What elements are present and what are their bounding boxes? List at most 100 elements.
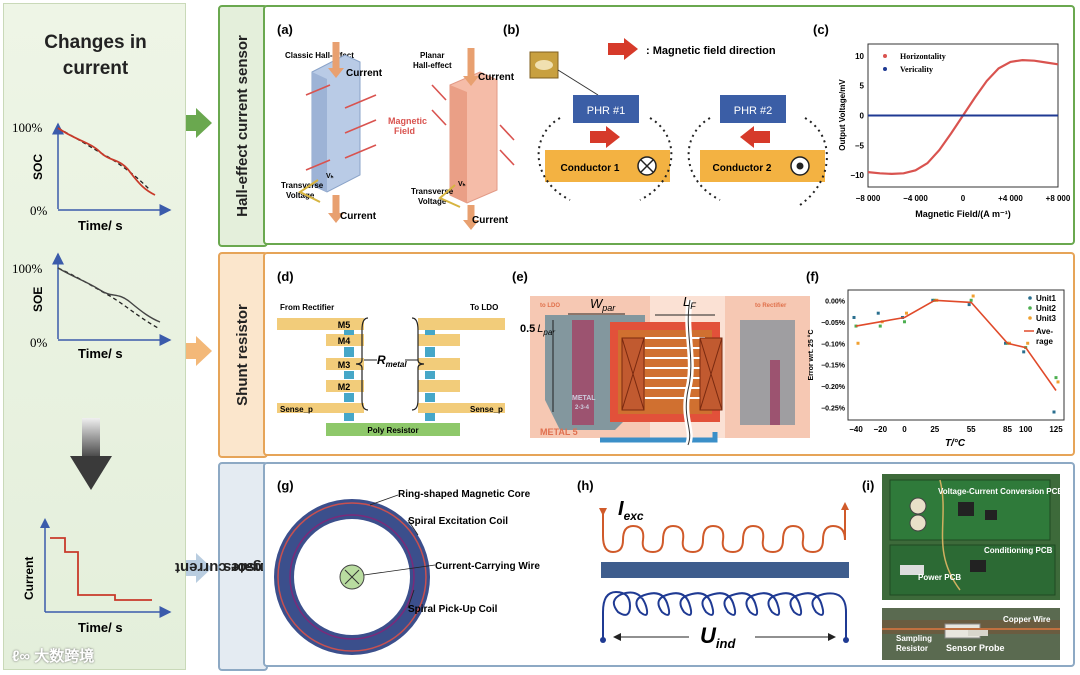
legend-unit1: Unit1: [1036, 294, 1057, 303]
soc-plot: 100% 0% SOC Time/ s: [12, 120, 172, 233]
chart-f-xtick: −20: [873, 425, 887, 434]
row3-connector-arrow-icon: [186, 553, 212, 583]
panel-e-tag: (e): [512, 269, 528, 284]
legend-vericality: Vericality: [900, 65, 933, 74]
layer-m2: M2: [338, 382, 351, 392]
vh-1: Vₕ: [326, 173, 334, 180]
rmetal-label: Rmetal: [377, 353, 407, 369]
label-sampling: Sampling: [896, 634, 932, 643]
chart-f-frame: [847, 289, 1065, 421]
current-ylabel: Current: [22, 557, 36, 600]
current-bottom-2: Current: [472, 215, 509, 226]
label-sampling-2: Resistor: [896, 644, 928, 653]
chart-c-xtick: 0: [961, 194, 966, 203]
chart-f-point-unit3: [856, 341, 860, 345]
legend-unit1-marker: [1028, 296, 1032, 300]
soe-plot: 100% 0% SOE Time/ s: [12, 252, 172, 361]
transverse-2: Transverse: [411, 187, 454, 196]
panel-a: (a) Classic Hall-effect Current Current …: [277, 22, 515, 230]
label-conditioning-pcb: Conditioning PCB: [984, 546, 1053, 555]
core-bar: [601, 562, 849, 578]
soc-y-bottom: 0%: [30, 203, 48, 218]
legend-unit2: Unit2: [1036, 304, 1057, 313]
phr2-label: PHR #2: [734, 105, 773, 117]
chart-f-ylabel: Error wrt. 25 °C: [807, 329, 815, 380]
legend-unit2-marker: [1028, 306, 1032, 310]
chart-f-xtick: 55: [967, 425, 976, 434]
chart-f-ytick: −0.25%: [821, 406, 846, 413]
chart-f-ytick: −0.10%: [821, 341, 846, 348]
vh-2: Vₕ: [458, 181, 466, 188]
layer-m4: M4: [338, 336, 351, 346]
chart-f-ytick: −0.20%: [821, 384, 846, 391]
label-power-pcb: Power PCB: [918, 573, 961, 582]
classic-label: Classic Hall-effect: [285, 51, 354, 60]
lf-label: LF: [683, 294, 696, 311]
current-bottom-1: Current: [340, 211, 377, 222]
chart-f-series-average: [855, 299, 1057, 391]
chart-f-xtick: 0: [902, 425, 907, 434]
chart-f-point-unit2: [878, 324, 882, 328]
panel-g-tag: (g): [277, 478, 294, 493]
conductor2-label: Conductor 2: [713, 163, 772, 174]
field-direction-arrow-icon: [608, 38, 638, 60]
poly-label: Poly Resistor: [367, 426, 418, 435]
phr1-box: [573, 95, 639, 123]
panel-b-tag: (b): [503, 22, 520, 37]
legend-average-2: rage: [1036, 337, 1053, 346]
chart-f-point-unit2: [969, 298, 973, 302]
current-top-2: Current: [478, 72, 515, 83]
label-magnetic-core: Ring-shaped Magnetic Core: [398, 489, 531, 500]
panel-d: (d) From Rectifier To LDO M5 M4 M3 M2 Rm…: [277, 269, 505, 436]
magnetic-field-label: Magnetic: [388, 116, 427, 126]
left-title-line1: Changes in: [44, 32, 147, 53]
down-arrow-icon: [70, 418, 112, 490]
soe-y-bottom: 0%: [30, 335, 48, 350]
layer-m3: M3: [338, 360, 351, 370]
watermark: ℓ∞ 大数跨境: [12, 648, 95, 665]
soc-y-top: 100%: [12, 120, 43, 135]
metal234-label-2: 2-3-4: [575, 405, 590, 411]
chart-c-xtick: +8 000: [1046, 194, 1071, 203]
iexc-label: Iexc: [618, 498, 644, 523]
uind-label: Uind: [700, 623, 736, 651]
to-ldo-e: to LDO: [540, 303, 560, 309]
chart-c-xtick: −8 000: [856, 194, 881, 203]
conductor1-label: Conductor 1: [561, 163, 620, 174]
label-excitation-coil: Spiral Excitation Coil: [408, 516, 508, 527]
chart-c-ylabel: Output Voltage/mV: [838, 79, 847, 151]
chart-f-point-unit1: [1052, 410, 1056, 414]
chart-f-point-unit1: [852, 315, 856, 319]
soe-y-top: 100%: [12, 261, 43, 276]
legend-vericality-marker: [883, 67, 887, 71]
row2-connector-arrow-icon: [186, 336, 212, 366]
panel-h-tag: (h): [577, 478, 594, 493]
panel-h: (h) Iexc Uind: [577, 478, 849, 651]
to-rect-e: to Rectifier: [755, 303, 787, 309]
chart-c-ytick: −10: [850, 171, 864, 180]
label-pickup-coil: Spiral Pick-Up Coil: [408, 604, 498, 615]
row1-connector-arrow-icon: [186, 108, 212, 138]
legend-unit3: Unit3: [1036, 314, 1057, 323]
current-xlabel: Time/ s: [78, 620, 123, 635]
chart-f-ytick: −0.15%: [821, 363, 846, 370]
chart-f-xtick: −40: [849, 425, 863, 434]
chart-f-point-unit1: [1004, 341, 1008, 345]
sense-left: Sense_p: [280, 405, 313, 414]
transverse-1: Transverse: [281, 181, 324, 190]
legend-average: Ave-: [1036, 327, 1053, 336]
chart-c-ytick: 5: [860, 82, 865, 91]
chart-f-point-unit1: [967, 303, 971, 307]
phr1-label: PHR #1: [587, 105, 626, 117]
chart-c-xtick: +4 000: [998, 194, 1023, 203]
current-plot: Current Time/ s: [22, 518, 172, 635]
legend-horizontality: Horizontality: [900, 52, 946, 61]
from-rectifier: From Rectifier: [280, 303, 334, 312]
